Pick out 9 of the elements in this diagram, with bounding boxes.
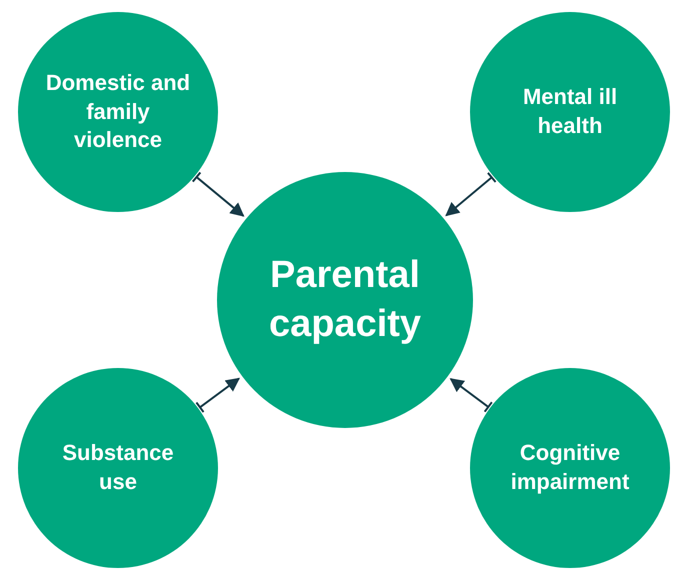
arrow <box>445 172 497 216</box>
node-label: Mental ill health <box>522 83 618 140</box>
node-label: Cognitive impairment <box>510 439 630 496</box>
central-label: Parental capacity <box>268 252 422 347</box>
node-label: Domestic and family violence <box>44 69 192 154</box>
node-label: Substance use <box>61 439 175 496</box>
arrow <box>450 378 493 413</box>
arrow <box>192 171 244 217</box>
arrow <box>195 378 240 414</box>
